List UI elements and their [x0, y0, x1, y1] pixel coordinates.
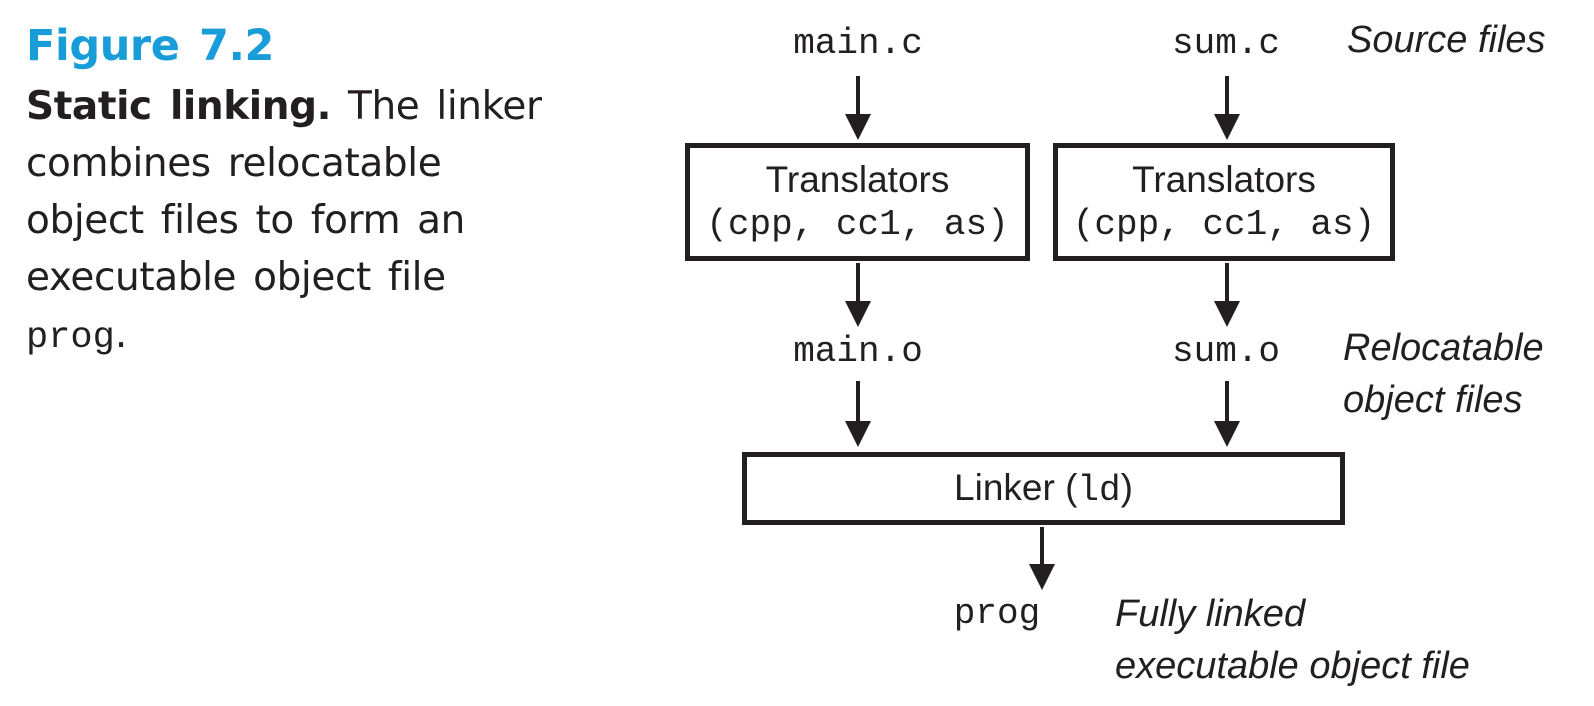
source-file-label-main-c: main.c — [793, 23, 923, 64]
arrow-head-icon — [845, 114, 871, 140]
arrow-head-icon — [1214, 114, 1240, 140]
linker-label: Linker (ld) — [954, 467, 1133, 511]
object-file-label-main-o: main.o — [793, 331, 923, 372]
arrow-head-icon — [845, 301, 871, 327]
output-annotation-line-2: executable object file — [1115, 645, 1470, 687]
caption-line-2: combines relocatable — [26, 141, 442, 186]
translators-tools: (cpp, cc1, as) — [706, 203, 1009, 245]
arrow-shaft — [856, 76, 860, 118]
source-files-annotation: Source files — [1347, 19, 1546, 61]
arrow-shaft — [856, 263, 860, 305]
linker-command: ld — [1077, 469, 1121, 511]
arrow-head-icon — [1214, 421, 1240, 447]
linker-box: Linker (ld) — [742, 452, 1345, 525]
figure-number: Figure 7.2 — [26, 21, 275, 71]
arrow-shaft — [1225, 76, 1229, 118]
figure-caption: Figure 7.2 Static linking. The linker co… — [26, 14, 556, 367]
arrow-shaft — [1225, 381, 1229, 425]
arrow-translators-to-main-o — [845, 263, 871, 327]
arrow-sum-c-to-translators — [1214, 76, 1240, 140]
caption-period: . — [114, 312, 127, 357]
arrow-shaft — [1225, 263, 1229, 305]
output-file-label-prog: prog — [953, 593, 1041, 634]
relocatable-annotation: Relocatable object files — [1343, 322, 1544, 426]
arrow-shaft — [856, 381, 860, 425]
translators-box-left: Translators (cpp, cc1, as) — [685, 143, 1030, 261]
caption-title: Static linking. — [26, 84, 332, 129]
caption-line-3: object files to form an — [26, 198, 465, 243]
translators-title: Translators — [765, 158, 950, 200]
arrow-head-icon — [1214, 301, 1240, 327]
translators-title: Translators — [1132, 158, 1316, 200]
arrow-main-o-to-linker — [845, 381, 871, 447]
relocatable-annotation-line-2: object files — [1343, 379, 1523, 421]
source-file-label-sum-c: sum.c — [1171, 23, 1281, 64]
caption-line-1-rest: The linker — [331, 84, 542, 129]
caption-line-4: executable object file — [26, 255, 446, 300]
arrow-shaft — [1040, 527, 1044, 568]
arrow-head-icon — [1029, 564, 1055, 590]
caption-line-1: Static linking. The linker — [26, 78, 556, 135]
caption-line-5: prog. — [26, 306, 556, 367]
arrow-main-c-to-translators — [845, 76, 871, 140]
linker-label-prefix: Linker ( — [954, 466, 1078, 508]
translators-box-right: Translators (cpp, cc1, as) — [1053, 143, 1395, 261]
object-file-label-sum-o: sum.o — [1171, 331, 1281, 372]
relocatable-annotation-line-1: Relocatable — [1343, 327, 1544, 369]
arrow-linker-to-prog — [1029, 527, 1055, 590]
output-annotation-line-1: Fully linked — [1115, 593, 1306, 635]
linker-label-suffix: ) — [1120, 466, 1133, 508]
arrow-head-icon — [845, 421, 871, 447]
translators-tools: (cpp, cc1, as) — [1072, 203, 1376, 245]
caption-prog-code: prog — [26, 317, 115, 359]
arrow-translators-to-sum-o — [1214, 263, 1240, 327]
output-annotation: Fully linked executable object file — [1115, 588, 1470, 692]
arrow-sum-o-to-linker — [1214, 381, 1240, 447]
